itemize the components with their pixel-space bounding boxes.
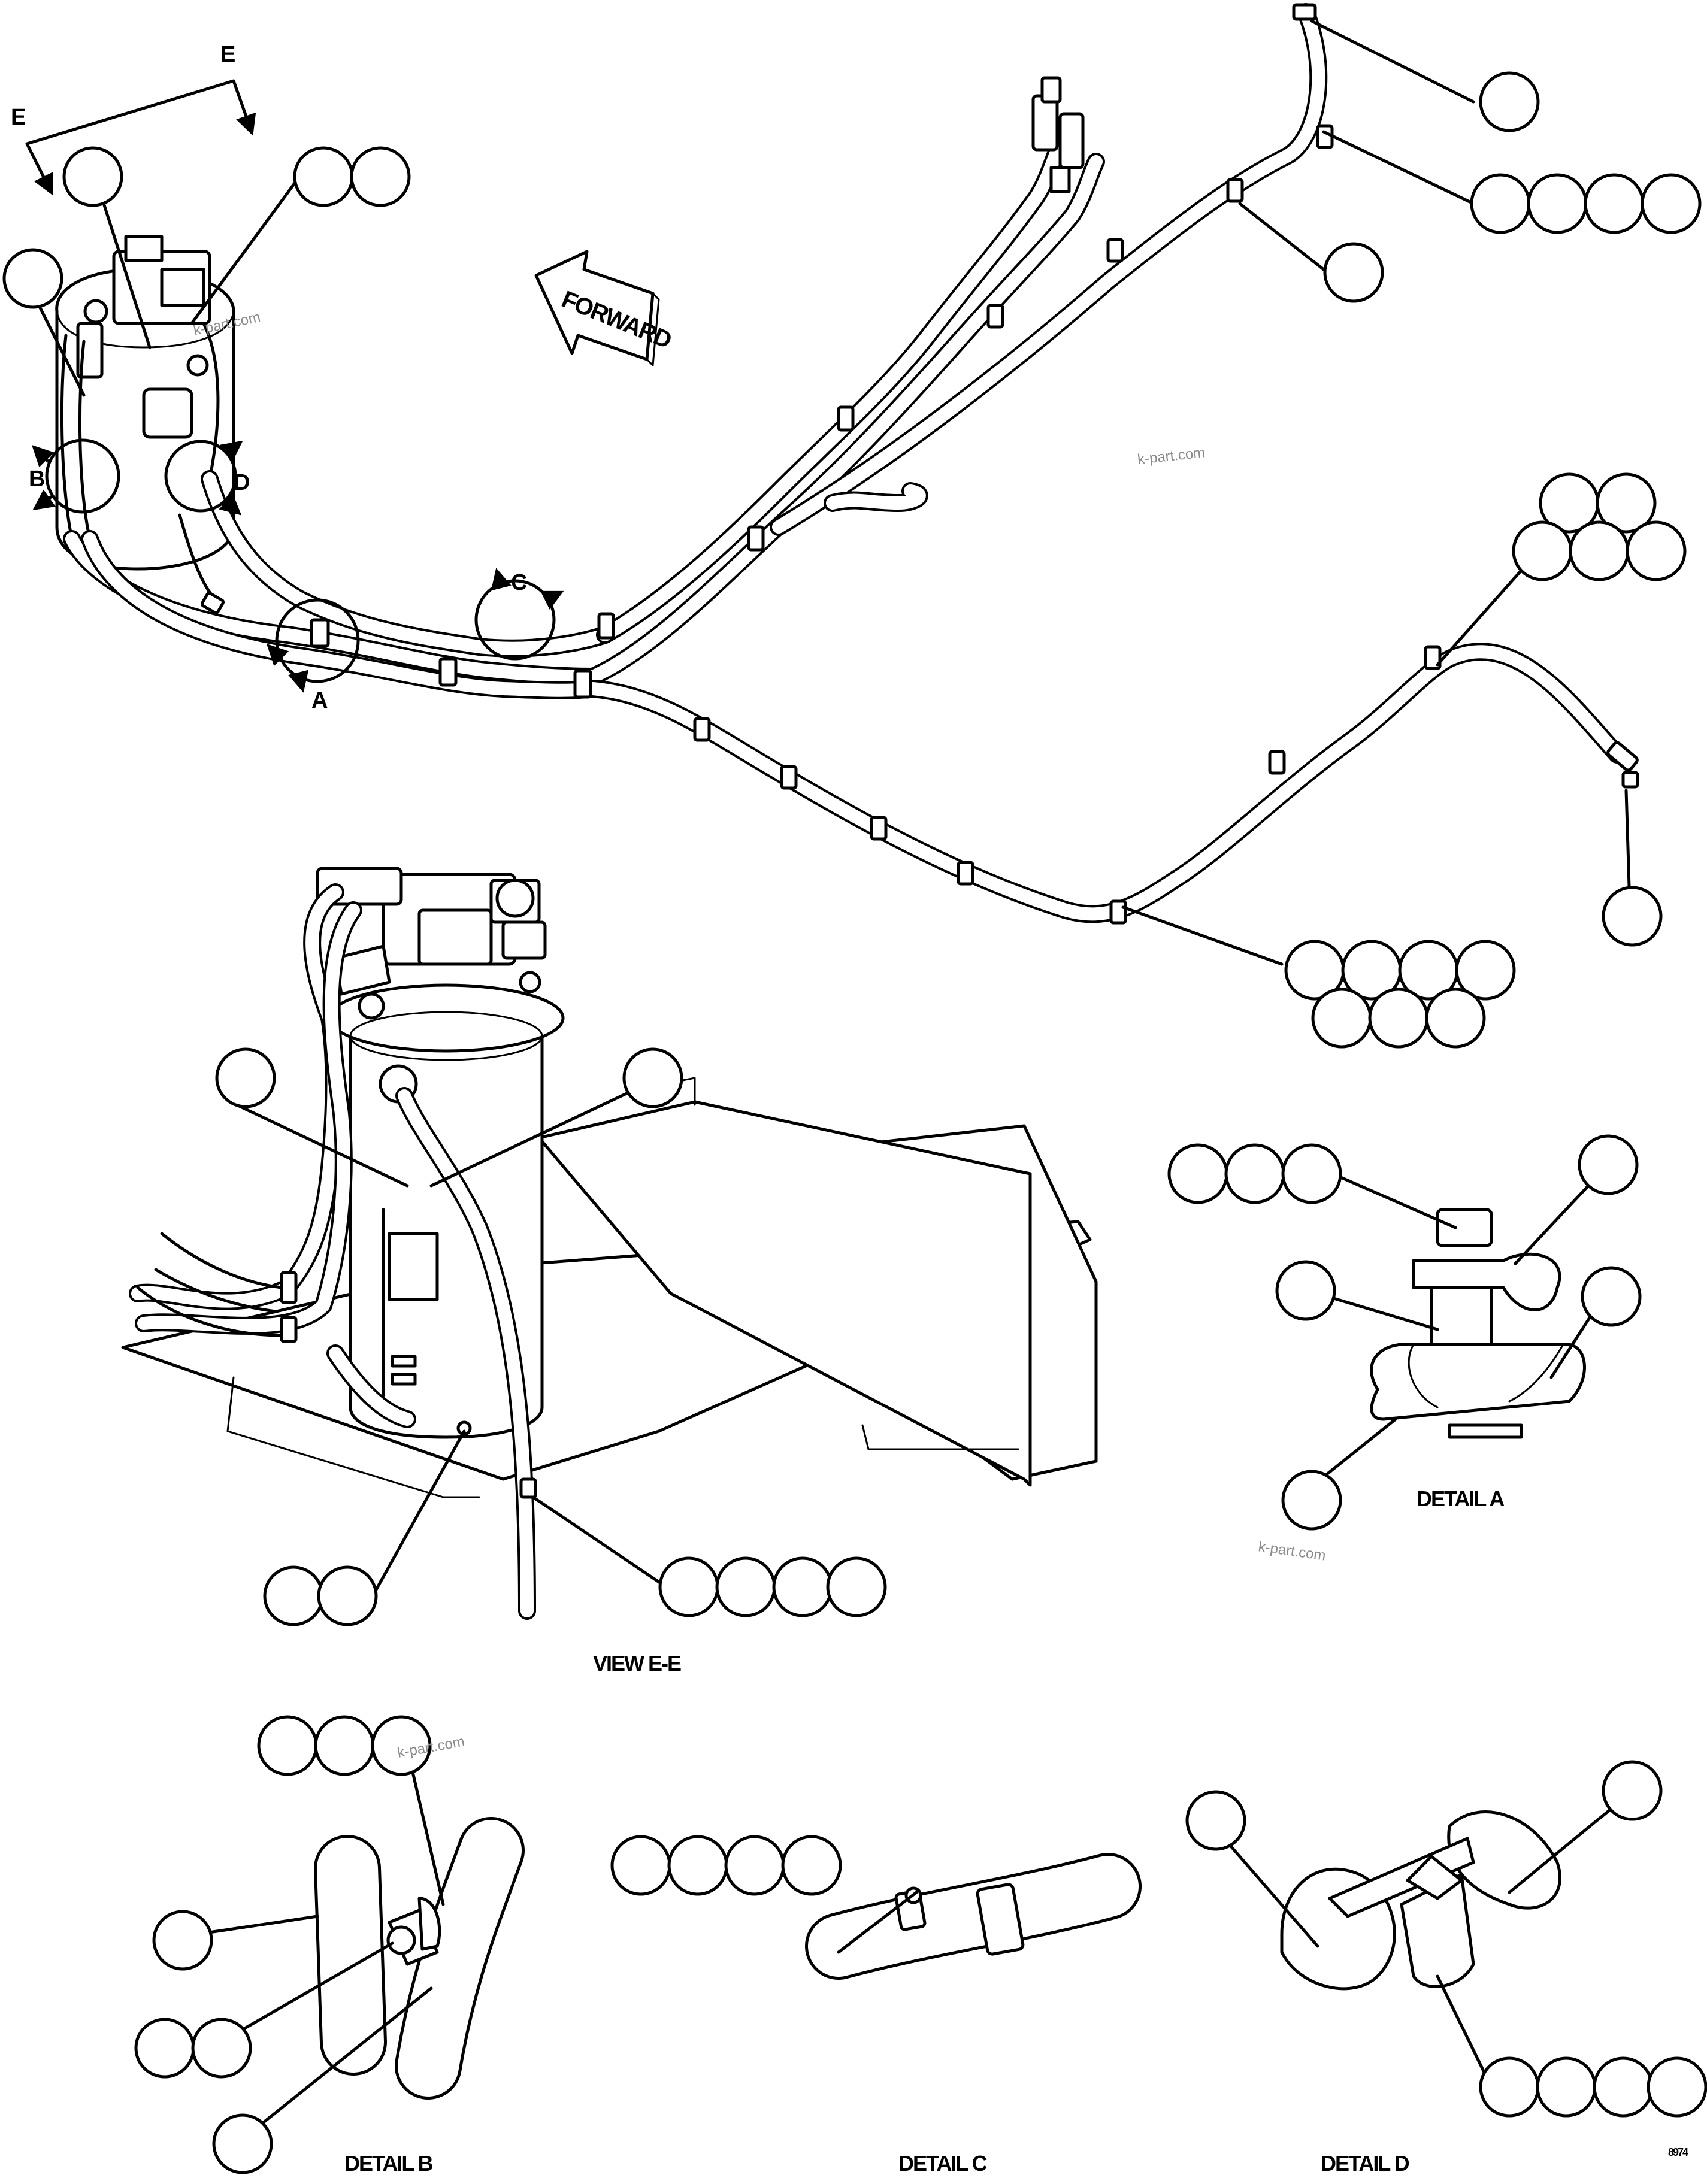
hose-routing-assembly [25, 3, 1639, 925]
detail-b-marker: B [29, 467, 44, 492]
callout-bubbles [2, 71, 1707, 2174]
callout-bubble [1311, 988, 1372, 1049]
callout-bubble [1602, 886, 1663, 947]
detail-markers [32, 438, 564, 693]
callout-bubble [1281, 1470, 1342, 1531]
callout-bubble [1584, 173, 1645, 234]
callout-bubble [1527, 173, 1588, 234]
callout-bubble [317, 1565, 378, 1626]
callout-bubble [62, 146, 123, 207]
callout-bubble [1455, 940, 1516, 1001]
callout-bubble [1167, 1143, 1228, 1204]
watermark: k-part.com [1257, 1538, 1327, 1564]
callout-bubble [610, 1835, 671, 1896]
detail-a-drawing [1370, 1208, 1586, 1439]
callout-bubble [1569, 520, 1630, 581]
view-arrow-label-left: E [11, 105, 25, 130]
detail-c-title: DETAIL C [898, 2151, 988, 2176]
watermark: k-part.com [1137, 444, 1206, 468]
tank-unit-top-left [55, 235, 235, 614]
callout-bubble [263, 1565, 324, 1626]
view-ee-title: VIEW E-E [593, 1651, 681, 1676]
callout-bubble [191, 2018, 252, 2079]
callout-bubble [1641, 173, 1702, 234]
callout-bubble [1275, 1260, 1336, 1321]
detail-a-title: DETAIL A [1417, 1486, 1505, 1511]
callout-bubble [212, 2113, 273, 2174]
detail-d-drawing [1280, 1810, 1561, 1991]
view-arrow-label-right: E [220, 42, 235, 67]
callout-bubble [1224, 1143, 1285, 1204]
callout-bubble [826, 1556, 887, 1617]
detail-d-title: DETAIL D [1321, 2151, 1409, 2176]
detail-c-drawing [805, 1853, 1142, 1980]
detail-c-marker: C [511, 570, 527, 595]
callout-bubble [772, 1556, 833, 1617]
callout-bubble [1596, 472, 1657, 534]
top-fittings [1031, 3, 1317, 193]
callout-bubble [1479, 2056, 1540, 2118]
callout-bubble [1581, 1266, 1642, 1327]
callout-bubble [1425, 988, 1486, 1049]
callout-bubble [371, 1715, 432, 1776]
callout-bubble [1368, 988, 1429, 1049]
callout-bubble [1602, 1760, 1663, 1821]
callout-bubble [257, 1715, 318, 1776]
callout-bubble [2, 248, 63, 309]
detail-b-drawing [314, 1817, 525, 2100]
callout-bubble [1323, 242, 1384, 303]
callout-bubble [622, 1047, 683, 1108]
callout-bubble [1593, 2056, 1654, 2118]
callout-bubble [314, 1715, 375, 1776]
view-ee-assembly [121, 867, 1098, 1620]
detail-a-marker: A [311, 688, 328, 713]
forward-arrow [534, 250, 660, 366]
callout-bubble [1578, 1134, 1639, 1195]
callout-bubble [1536, 2056, 1597, 2118]
callout-bubble [667, 1835, 728, 1896]
callout-bubble [293, 146, 354, 207]
text-labels: E E B D A C FORWARD VIEW E-E DETAIL A DE… [11, 42, 1690, 2176]
callout-bubble [215, 1047, 276, 1108]
callout-bubble [1470, 173, 1531, 234]
drawing-number: 8974 [1668, 2146, 1688, 2158]
callout-bubble [724, 1835, 785, 1896]
callout-bubble [715, 1556, 776, 1617]
callout-bubble [1281, 1143, 1342, 1204]
callout-bubble [1626, 520, 1687, 581]
callout-bubble [1647, 2056, 1707, 2118]
callout-bubble [1479, 71, 1540, 132]
callout-bubble [781, 1835, 842, 1896]
view-arrows-ee [25, 79, 256, 196]
callout-bubble [152, 1910, 213, 1971]
detail-b-title: DETAIL B [344, 2151, 433, 2176]
detail-d-marker: D [234, 470, 249, 495]
callout-bubble [350, 146, 411, 207]
callout-bubble [658, 1556, 719, 1617]
callout-bubble [1512, 520, 1573, 581]
callout-bubble [134, 2018, 195, 2079]
callout-bubble [1185, 1790, 1246, 1851]
